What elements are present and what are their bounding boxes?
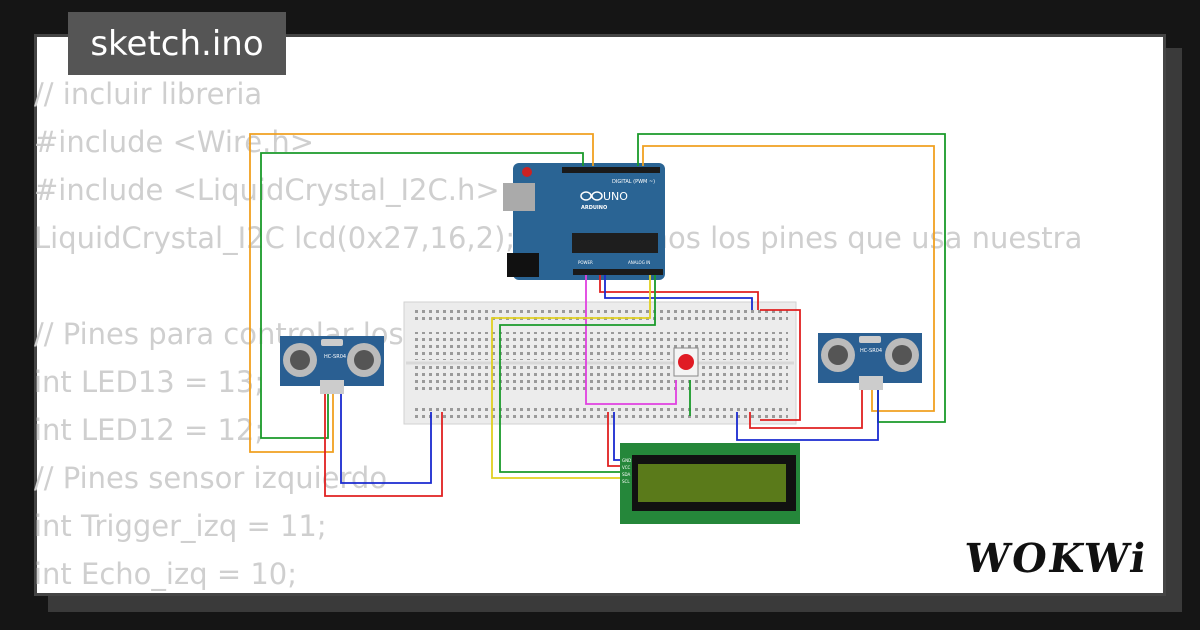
usb-port xyxy=(503,183,535,211)
analog-header xyxy=(573,269,663,275)
code-line: int LED13 = 13; xyxy=(34,365,265,399)
arduino-uno-board: DIGITAL (PWM ~) POWER ANALOG IN UNO ARDU… xyxy=(503,163,665,280)
power-label: POWER xyxy=(578,260,593,265)
wire-red-power xyxy=(599,275,759,310)
wire-orange-left xyxy=(249,133,594,453)
wires xyxy=(249,133,946,497)
wire-red-left xyxy=(324,394,443,497)
lcd-pin-gnd: GND xyxy=(622,458,631,463)
lcd-pin-vcc: VCC xyxy=(622,465,631,470)
lcd-pin-sda: SDA xyxy=(622,472,631,477)
sensor-left-model: HC-SR04 xyxy=(324,354,346,360)
wire-blue-power xyxy=(604,275,753,310)
code-line: // incluir libreria xyxy=(34,77,263,111)
file-tab[interactable]: sketch.ino xyxy=(68,12,286,75)
reset-button xyxy=(522,167,532,177)
ultrasonic-sensor-left: HC-SR04 xyxy=(280,336,384,394)
wire-green-lcd xyxy=(499,275,656,473)
lcd-display: GND VCC SDA SCL xyxy=(620,443,800,524)
analog-label: ANALOG IN xyxy=(628,260,650,265)
wire-yellow-lcd xyxy=(491,275,651,479)
arduino-brand: ARDUINO xyxy=(581,205,607,211)
code-line: LiquidCrystal_I2C lcd(0x27,16,2); // ind… xyxy=(34,221,1083,255)
code-line: // Pines sensor izquierdo xyxy=(34,461,388,495)
code-line: int Echo_izq = 10; xyxy=(34,557,298,591)
code-line: int Trigger_izq = 11; xyxy=(34,509,327,543)
code-line: int LED12 = 12; xyxy=(34,413,265,447)
atmega-chip xyxy=(572,233,658,253)
wire-orange-right xyxy=(642,145,935,412)
wire-red-lcd xyxy=(607,412,620,467)
wire-blue-lcd xyxy=(613,412,620,461)
digital-label: DIGITAL (PWM ~) xyxy=(612,179,655,185)
wire-green-left xyxy=(260,152,584,439)
wire-magenta-button xyxy=(585,275,677,405)
wire-blue-left xyxy=(340,394,432,484)
wokwi-logo: WOKWi xyxy=(962,535,1152,582)
power-jack xyxy=(507,253,539,277)
wire-red-right xyxy=(749,390,863,429)
code-line: #include <Wire.h> xyxy=(34,125,315,159)
breadboard xyxy=(403,301,797,425)
sensor-right-model: HC-SR04 xyxy=(860,348,882,354)
wire-red-rail xyxy=(760,309,801,421)
wire-blue-right xyxy=(736,390,879,441)
lcd-pin-scl: SCL xyxy=(622,479,630,484)
arduino-logo-icon xyxy=(580,191,603,201)
digital-header xyxy=(562,167,660,173)
arduino-model: UNO xyxy=(603,190,628,203)
code-line: #include <LiquidCrystal_I2C.h> xyxy=(34,173,500,207)
push-button xyxy=(673,347,699,377)
ultrasonic-sensor-right: HC-SR04 xyxy=(818,333,922,390)
